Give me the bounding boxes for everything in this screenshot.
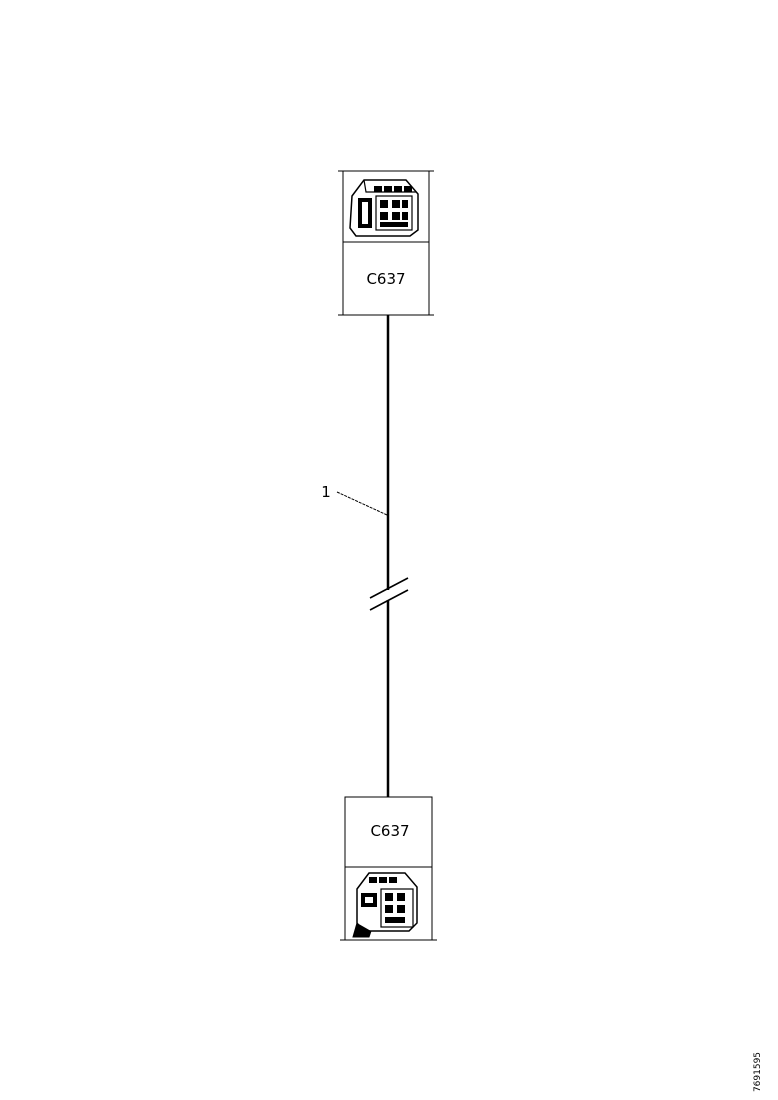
top-connector-label: C637 (366, 270, 405, 288)
callout-leader (336, 491, 388, 516)
bottom-connector: C637 (340, 796, 437, 941)
wire-break-mark (369, 577, 409, 599)
wire (369, 315, 409, 797)
wire-callout: 1 (321, 483, 388, 516)
connector-housing-icon (349, 179, 419, 237)
reference-code: 7691595 (753, 1052, 763, 1092)
wire-break-mark (369, 589, 409, 611)
bottom-connector-label: C637 (370, 822, 409, 840)
callout-number: 1 (321, 483, 331, 501)
connector-housing-icon (352, 872, 418, 938)
top-connector: C637 (338, 170, 434, 316)
